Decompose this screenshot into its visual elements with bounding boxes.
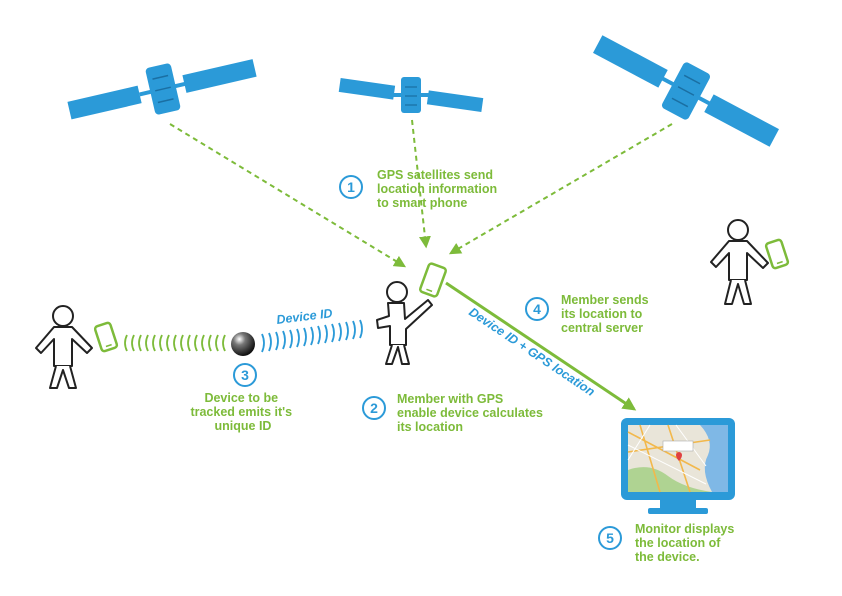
step-1-number: 1	[347, 179, 355, 195]
step-2-number: 2	[370, 400, 378, 416]
device-id-label: Device ID	[276, 306, 334, 327]
step-2-text: Member with GPS enable device calculates…	[397, 392, 546, 434]
step-3-line-2: tracked emits it's	[190, 405, 292, 419]
signal-line-left	[169, 123, 407, 268]
step-3-text: Device to be tracked emits it's unique I…	[190, 391, 295, 433]
step-4-line-1: Member sends	[561, 293, 649, 307]
upload-arrow	[445, 281, 637, 411]
step-2-line-3: its location	[397, 420, 463, 434]
step-5-number: 5	[606, 530, 614, 546]
satellite-left-icon	[67, 59, 257, 120]
step-1-line-2: location information	[377, 182, 497, 196]
step-3-number: 3	[241, 367, 249, 383]
step-3-badge	[233, 363, 257, 387]
step-1-line-1: GPS satellites send	[377, 168, 493, 182]
step-2: 2 Member with GPS enable device calculat…	[362, 392, 546, 434]
step-4-number: 4	[533, 301, 541, 317]
tracked-person-icon	[35, 305, 93, 389]
step-2-line-1: Member with GPS	[397, 392, 503, 406]
monitor-icon	[621, 418, 735, 514]
step-4-text: Member sends its location to central ser…	[561, 293, 652, 335]
step-5-text: Monitor displays the location of the dev…	[635, 522, 738, 564]
step-2-line-2: enable device calculates	[397, 406, 543, 420]
step-5-badge	[598, 526, 622, 550]
step-1-text: GPS satellites send location information…	[377, 168, 501, 210]
satellite-center-icon	[338, 77, 484, 113]
step-1-badge	[339, 175, 363, 199]
step-3: 3 Device to be tracked emits it's unique…	[190, 363, 295, 433]
member-phone-icon	[419, 262, 447, 298]
step-5-line-2: the location of	[635, 536, 721, 550]
step-3-line-3: unique ID	[215, 419, 272, 433]
signal-line-right	[448, 123, 673, 255]
beacon-waves-right	[261, 319, 363, 353]
step-5-line-3: the device.	[635, 550, 700, 564]
step-2-badge	[362, 396, 386, 420]
step-4-line-2: its location to	[561, 307, 643, 321]
step-4-badge	[525, 297, 549, 321]
step-5: 5 Monitor displays the location of the d…	[598, 522, 738, 564]
other-member-person-icon	[710, 219, 769, 305]
step-5-line-1: Monitor displays	[635, 522, 734, 536]
beacon-icon	[231, 332, 255, 356]
step-3-line-1: Device to be	[204, 391, 278, 405]
map-icon	[627, 424, 728, 493]
step-1: 1 GPS satellites send location informati…	[339, 168, 501, 210]
signal-line-center	[411, 119, 431, 249]
member-person-icon	[376, 281, 433, 365]
step-4-line-3: central server	[561, 321, 643, 335]
tracked-phone-icon	[93, 321, 119, 353]
step-1-line-3: to smart phone	[377, 196, 467, 210]
satellite-right-icon	[593, 35, 779, 147]
step-4: 4 Member sends its location to central s…	[525, 293, 652, 335]
other-member-phone-icon	[764, 238, 790, 270]
beacon-waves-left	[124, 334, 226, 352]
